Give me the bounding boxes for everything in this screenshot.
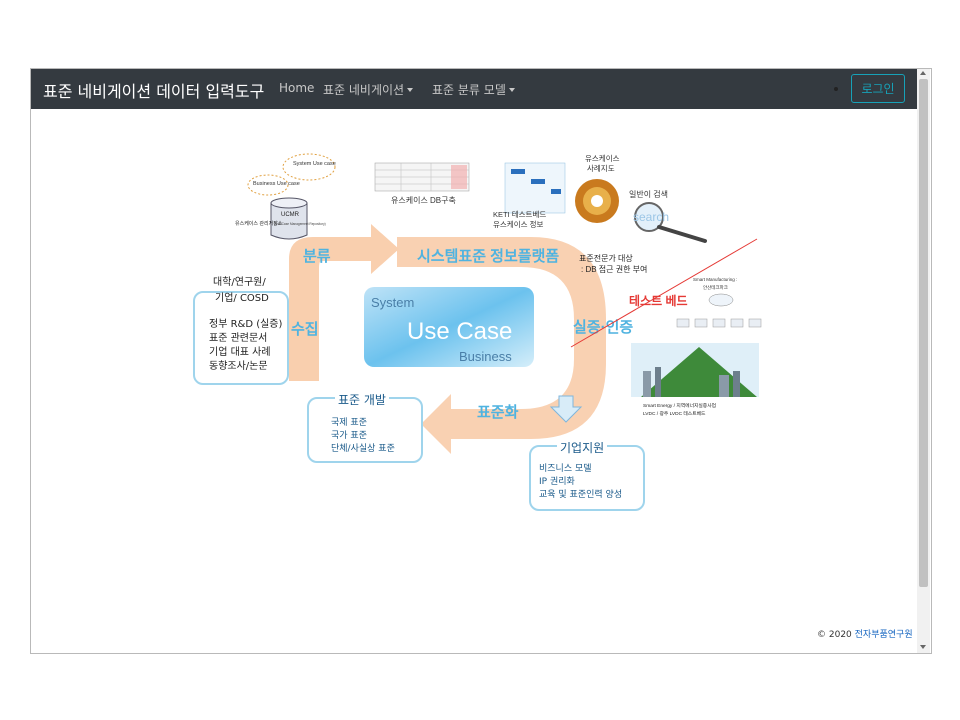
ucmr-db-label: UCMR: [281, 212, 300, 218]
magnifier-icon: [634, 202, 664, 232]
source-item-1: 정부 R&D (실증): [209, 319, 283, 330]
standard-dev-title: 표준 개발: [335, 391, 389, 408]
use-case-repository-figure: System Use case Business Use case UCMR (…: [235, 153, 336, 240]
testbed-title: 테스트 베드: [629, 293, 688, 308]
nav-standard-navigation[interactable]: 표준 네비게이션: [323, 81, 414, 98]
classify-label: 분류: [303, 248, 331, 265]
center-business: Business: [459, 349, 512, 364]
manufacturing-line-1: Smart Manufacturing :: [693, 277, 737, 282]
expert-line-1: 표준전문가 대상: [579, 253, 633, 263]
brand-title[interactable]: 표준 네비게이션 데이터 입력도구: [43, 82, 265, 101]
verify-label: 실증·인증: [573, 318, 633, 336]
footer: © 2020 전자부품연구원: [817, 627, 913, 640]
nav-standard-navigation-label: 표준 네비게이션: [323, 83, 405, 97]
footer-org-link[interactable]: 전자부품연구원: [854, 630, 913, 640]
use-case-map: 유스케이스 사례지도: [575, 153, 620, 223]
ucmr-db-icon: [270, 203, 308, 240]
system-use-case-label: System Use case: [293, 161, 336, 167]
center-use-case: Use Case: [407, 318, 512, 345]
standard-dev-item-2: 국가 표준: [331, 431, 367, 441]
search-word: search: [633, 210, 669, 224]
nav-classification-model-label: 표준 분류 모델: [432, 83, 506, 97]
standardize-label: 표준화: [477, 404, 519, 421]
standard-dev-item-1: 국제 표준: [331, 418, 367, 428]
business-use-case-label: Business Use case: [253, 181, 300, 187]
source-item-4: 동향조사/논문: [209, 361, 268, 372]
browser-window: 표준 네비게이션 데이터 입력도구 Home 표준 네비게이션 표준 분류 모델…: [30, 68, 932, 654]
collect-arrow: [289, 224, 399, 381]
system-use-case-ellipse: [282, 153, 336, 181]
source-title-2: 기업/ COSD: [215, 293, 269, 304]
manufacturing-line-2: 안산테크파크: [703, 284, 728, 291]
nav-home[interactable]: Home: [279, 81, 315, 95]
ucmr-db-sub: (Use Case Management Repository): [274, 222, 326, 226]
support-item-3: 교육 및 표준인력 양성: [539, 490, 623, 500]
business-use-case-ellipse: [247, 174, 289, 196]
login-button[interactable]: 로그인: [851, 74, 905, 103]
testbed-section: 테스트 베드 Smart Manufacturing : 안산테크파크 Smar…: [629, 277, 762, 417]
factory-icons: [676, 318, 762, 328]
keti-label-2: 유스케이스 정보: [493, 219, 543, 229]
scroll-up-icon[interactable]: [920, 71, 926, 75]
ucmr-db-top: [270, 197, 308, 209]
standard-dev-item-3: 단체/사실상 표준: [331, 444, 395, 454]
general-search: 일반이 검색 search: [629, 189, 707, 243]
platform-arrow: [397, 237, 606, 454]
chevron-down-icon: [407, 88, 414, 92]
repository-caption: 유스케이스 관리저장소: [235, 220, 283, 227]
expert-line-2: : DB 접근 권한 부여: [581, 264, 647, 274]
scrollbar-thumb[interactable]: [919, 79, 928, 587]
red-divider: [570, 238, 758, 348]
cloud-icon: [708, 293, 734, 307]
energy-line-2: LVDC / 광주 LVDC 테스트베드: [643, 410, 706, 417]
keti-label-1: KETI 테스트베드: [493, 210, 546, 219]
db-caption: 유스케이스 DB구축: [391, 195, 456, 205]
navbar: 표준 네비게이션 데이터 입력도구 Home 표준 네비게이션 표준 분류 모델…: [31, 69, 917, 109]
map-title-2: 사례지도: [587, 163, 615, 173]
map-title-1: 유스케이스: [585, 153, 620, 163]
source-item-3: 기업 대표 사례: [209, 347, 271, 358]
energy-line-1: Smart Energy / 지역에너지실증사업: [643, 402, 716, 409]
down-arrow-icon: [549, 395, 583, 423]
support-item-1: 비즈니스 모델: [539, 464, 592, 474]
nav-classification-model[interactable]: 표준 분류 모델: [432, 81, 515, 98]
source-item-2: 표준 관련문서: [209, 333, 268, 344]
use-case-db-sheet: 유스케이스 DB구축: [374, 162, 470, 205]
footer-copyright: © 2020: [817, 630, 852, 640]
platform-label: 시스템표준 정보플랫폼: [417, 247, 559, 265]
dot-icon: [834, 87, 838, 91]
keti-testbed-diagram: KETI 테스트베드 유스케이스 정보: [493, 162, 566, 229]
chevron-down-icon: [508, 88, 515, 92]
support-item-2: IP 권리화: [539, 477, 575, 487]
scroll-down-icon[interactable]: [920, 645, 926, 649]
support-title: 기업지원: [557, 439, 608, 456]
use-case-flow-diagram: 수집 분류 시스템표준 정보플랫폼 실증·인증 표준화 System Use C…: [235, 153, 762, 454]
center-system: System: [371, 295, 414, 310]
flow-arrows: [289, 224, 606, 454]
source-box: [193, 291, 289, 385]
collect-label: 수집: [291, 320, 319, 338]
source-title-1: 대학/연구원/: [213, 277, 266, 288]
use-case-card: [364, 287, 534, 367]
vertical-scrollbar[interactable]: [917, 69, 930, 653]
search-title: 일반이 검색: [629, 189, 668, 199]
